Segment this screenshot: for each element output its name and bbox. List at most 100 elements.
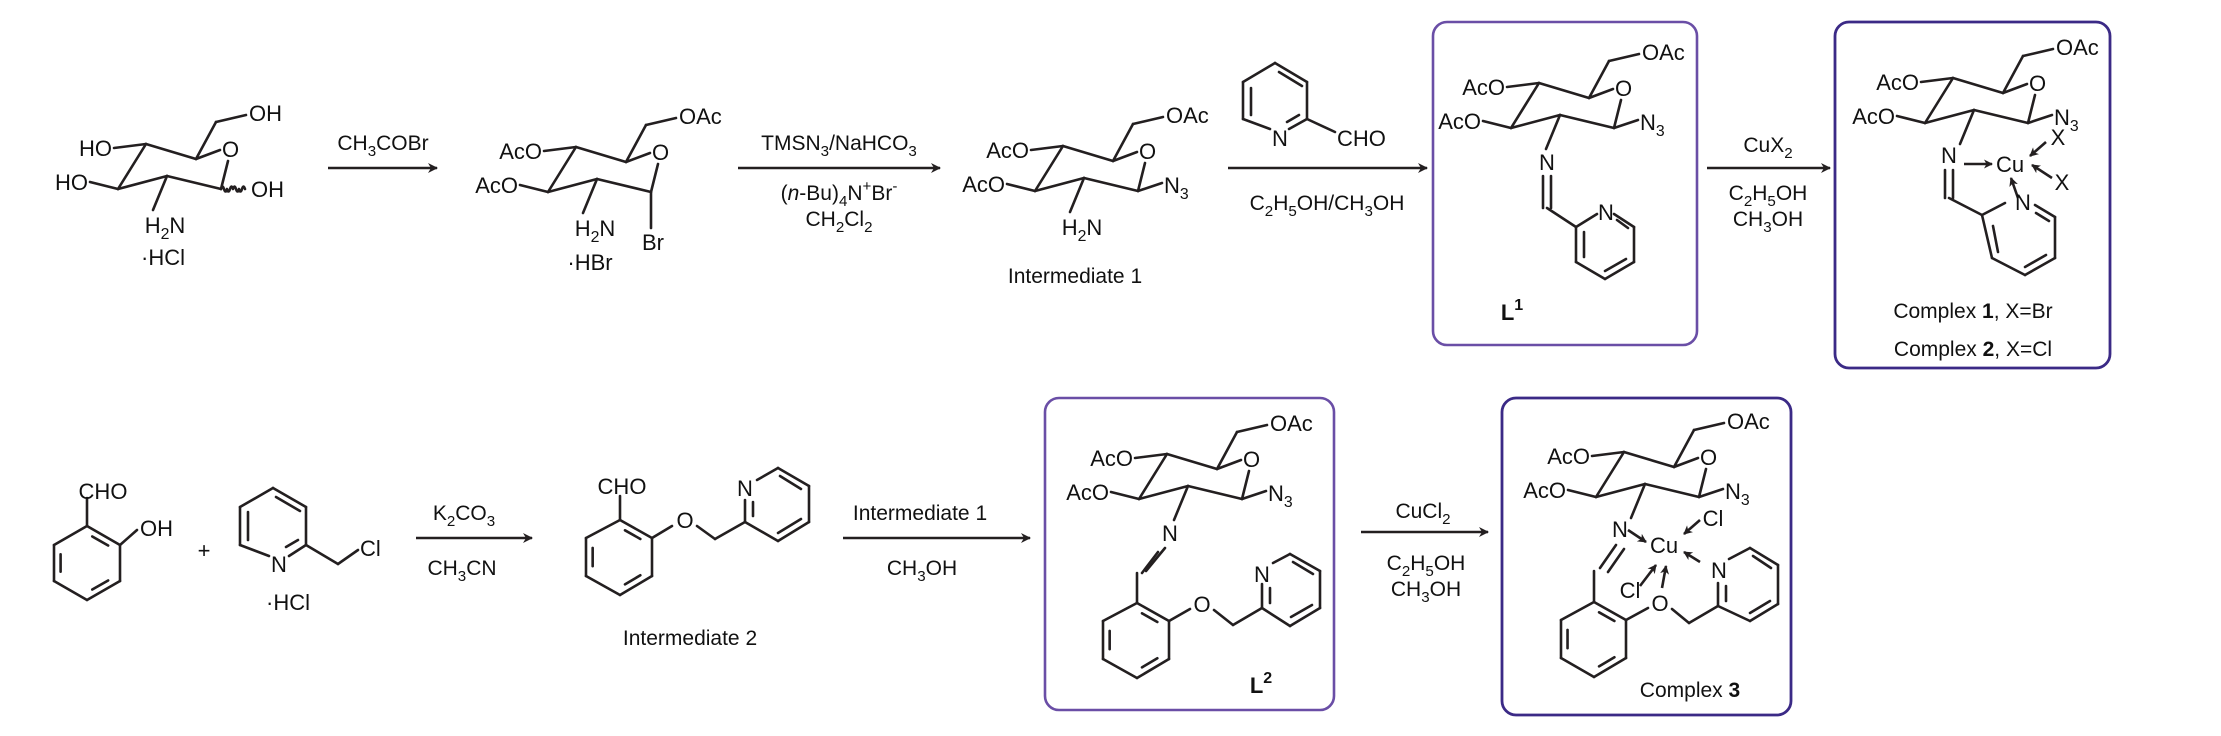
bromide-bond xyxy=(546,177,599,194)
ligand2-ring-bond xyxy=(1271,552,1292,565)
step4-condition-1: C2H5OH xyxy=(1729,182,1808,210)
start-material-c3-substituent: HO xyxy=(55,170,88,195)
complex3-bond xyxy=(1692,421,1726,432)
ligand2-bond xyxy=(1137,452,1169,501)
bond-layer xyxy=(52,47,2057,680)
complex3-bond xyxy=(1672,456,1700,469)
ligand2-c6-substituent: OAc xyxy=(1270,411,1313,436)
intermediate2-ring-bond xyxy=(743,520,780,543)
complex12-ring-bond xyxy=(1990,256,2027,277)
intermediate2-double-bond xyxy=(776,517,803,535)
complex3-bond xyxy=(1624,606,1650,622)
ligand2-benzene-double-bond xyxy=(1140,612,1159,624)
ligand1-bond xyxy=(1607,52,1641,63)
complex3-coordination-arrow-cl1 xyxy=(1683,519,1701,535)
start-material-bond xyxy=(194,120,218,161)
complex3-benzene-double-bond xyxy=(1597,611,1616,623)
intermediate1-bond xyxy=(1033,144,1065,193)
ligand1-ring-bond xyxy=(1574,260,1607,281)
complex12-bond xyxy=(1919,76,1955,84)
pyridine-double-bond xyxy=(1285,113,1301,124)
step2-reagent: TMSN3/NaHCO3 xyxy=(761,132,917,160)
ligand2-benzene-double-bond xyxy=(1140,656,1159,669)
picolyl-salt: ·HCl xyxy=(266,590,310,615)
bromide-c1-substituent: Br xyxy=(642,230,664,255)
intermediate1-bond xyxy=(1029,144,1065,152)
complex12-bond xyxy=(2001,54,2025,95)
salicylaldehyde-aldehyde: CHO xyxy=(79,479,128,504)
ligand1-c1-substituent: N3 xyxy=(1640,110,1665,140)
ligand1-bond xyxy=(1612,98,1623,130)
complex3-coordination-arrow-ether xyxy=(1660,565,1669,589)
intermediate1-bond xyxy=(1136,181,1164,193)
ligand1-bond xyxy=(1545,206,1578,229)
pyridine-ring-bond xyxy=(1241,117,1272,131)
ligand2-bond xyxy=(1215,458,1243,471)
ligand2-imine-double-bond xyxy=(1144,546,1167,573)
step5-reagent: K2CO3 xyxy=(433,502,495,530)
ligand1-ring-oxygen: O xyxy=(1615,76,1632,101)
complex12-ring-oxygen: O xyxy=(2029,71,2046,96)
ligand2-bond xyxy=(1172,484,1190,522)
complex12-double-bond xyxy=(2034,211,2051,223)
ligand2-bond xyxy=(1137,484,1190,501)
ligand1-c3-substituent: AcO xyxy=(1438,109,1481,134)
complex12-bond xyxy=(2026,113,2054,125)
complex12-bond xyxy=(2026,93,2037,125)
step7-reagent: CuCl2 xyxy=(1395,500,1450,528)
bromide-bond xyxy=(581,177,599,215)
pyridine-ring-bond xyxy=(1305,117,1337,134)
step2-condition-1: (n-Bu)4N+Br- xyxy=(781,178,898,210)
ligand1-bond xyxy=(1587,59,1611,100)
complex12-box xyxy=(1833,20,2112,370)
complex3-bond xyxy=(1622,450,1676,469)
start-material-c2-substituent: H2N xyxy=(145,213,186,243)
step4-reagent: CuX2 xyxy=(1743,134,1792,162)
bromide-c4-substituent: AcO xyxy=(499,139,542,164)
bromide-bond xyxy=(574,145,628,164)
complex12-label-2: Complex 2, X=Cl xyxy=(1894,338,2052,361)
complex3-bond xyxy=(1590,450,1626,458)
complex12-copper: Cu xyxy=(1996,152,2024,177)
bromide-bond xyxy=(542,145,578,153)
complex3-bond xyxy=(1672,428,1696,469)
ligand1-imine-nitrogen: N xyxy=(1539,150,1555,175)
salicylaldehyde-ring-bond xyxy=(52,579,89,602)
salicylaldehyde-ring-bond xyxy=(85,579,122,602)
intermediate2-label: Intermediate 2 xyxy=(623,627,757,650)
complex3-chloride-1: Cl xyxy=(1703,506,1724,531)
salicylaldehyde-ring-bond xyxy=(85,524,122,547)
start-material-bond xyxy=(214,113,248,124)
intermediate1-bond xyxy=(1111,122,1135,163)
bromide-salt: ·HBr xyxy=(567,250,612,275)
intermediate2-ring-bond xyxy=(755,466,780,482)
ligand2-benzene-ring-bond xyxy=(1101,657,1139,680)
complex12-bond xyxy=(1923,108,1976,125)
ligand1-bond xyxy=(1544,113,1562,151)
ligand2-bond xyxy=(1109,490,1141,501)
bromide-c2-substituent: H2N xyxy=(575,216,616,246)
intermediate1-c2-substituent: H2N xyxy=(1062,215,1103,245)
intermediate1-bond xyxy=(1111,150,1139,163)
bromide-bond xyxy=(518,183,550,194)
ligand1-ring-bond xyxy=(1603,260,1636,281)
intermediate2-ring-bond xyxy=(618,574,654,597)
bromide-bond xyxy=(546,145,578,194)
complex12-imine-nitrogen: N xyxy=(1941,143,1957,168)
start-material-bond xyxy=(116,142,148,191)
intermediate1-bond xyxy=(1082,176,1140,193)
intermediate2-ether-oxygen: O xyxy=(676,508,693,533)
ligand2-bond xyxy=(1240,469,1251,501)
salicylaldehyde-hydroxyl: OH xyxy=(140,516,173,541)
step3-condition-1: C2H5OH/CH3OH xyxy=(1250,192,1405,220)
complex12-coordination-arrow-x2 xyxy=(2031,163,2053,180)
ligand1-bond xyxy=(1558,113,1616,130)
step6-condition-1: CH3OH xyxy=(887,557,957,585)
ligand2-box xyxy=(1043,396,1336,712)
complex3-ring-bond xyxy=(1748,602,1780,623)
start-material-bond xyxy=(144,142,198,161)
ligand1-pyridine-nitrogen: N xyxy=(1598,200,1614,225)
intermediate1-ring-oxygen: O xyxy=(1139,139,1156,164)
complex3-benzene-ring-bond xyxy=(1559,656,1596,679)
ligand2-benzene-ring-bond xyxy=(1135,657,1171,680)
